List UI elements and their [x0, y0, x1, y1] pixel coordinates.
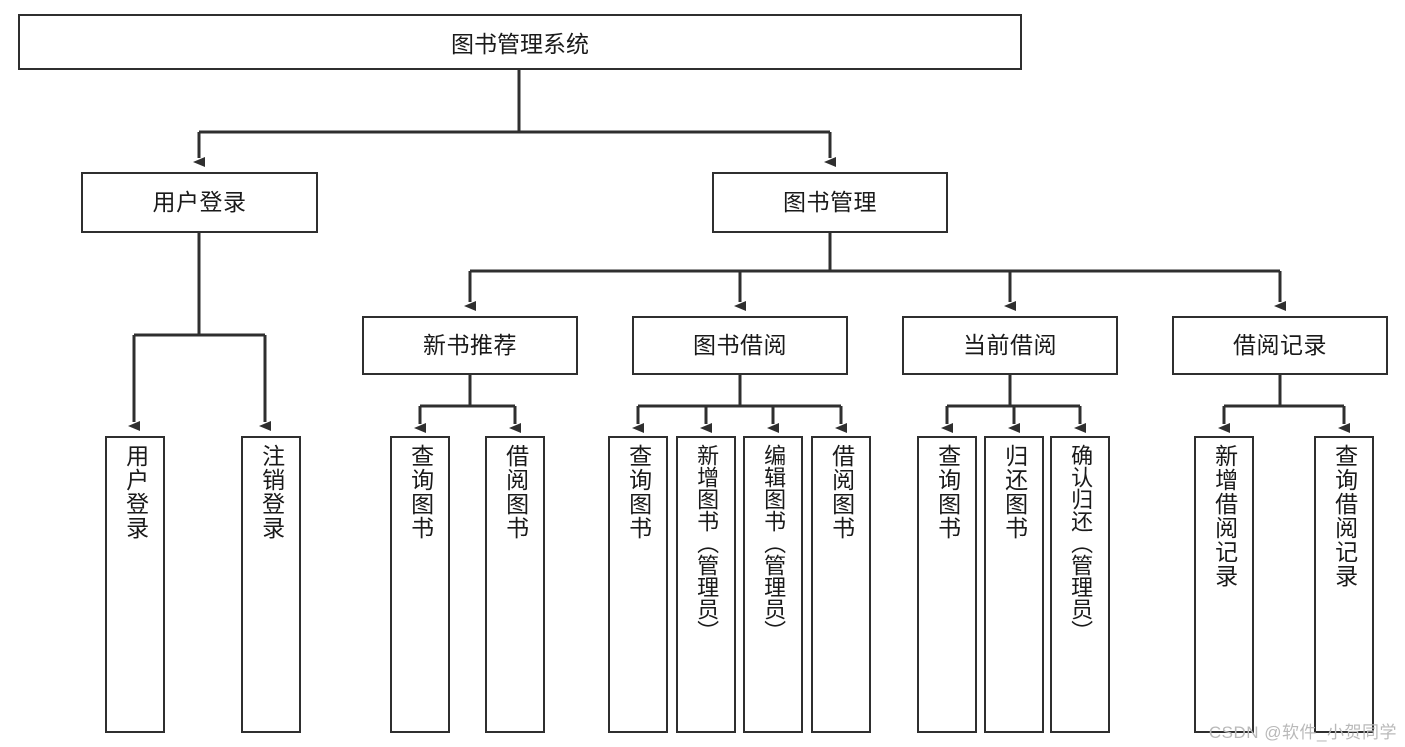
node-label: 新书推荐 — [423, 332, 517, 358]
leaf-new-book-borrow[interactable]: 借阅图书 — [485, 436, 545, 733]
leaf-user-login-login[interactable]: 用户登录 — [105, 436, 165, 733]
leaf-borrow-record-add[interactable]: 新增借阅记录 — [1194, 436, 1254, 733]
node-borrow-record[interactable]: 借阅记录 — [1172, 316, 1388, 375]
node-label: 查询借阅记录 — [1331, 444, 1358, 588]
node-book-borrow[interactable]: 图书借阅 — [632, 316, 848, 375]
leaf-current-borrow-return[interactable]: 归还图书 — [984, 436, 1044, 733]
csdn-watermark: CSDN @软件_小贺同学 — [1208, 723, 1397, 742]
node-label: 查询图书 — [934, 444, 961, 540]
node-label: 新增借阅记录 — [1211, 444, 1238, 588]
node-label: 确认归还（管理员） — [1068, 444, 1094, 642]
leaf-book-borrow-edit[interactable]: 编辑图书（管理员） — [743, 436, 803, 733]
leaf-new-book-query[interactable]: 查询图书 — [390, 436, 450, 733]
leaf-user-login-logout[interactable]: 注销登录 — [241, 436, 301, 733]
node-label: 新增图书（管理员） — [694, 444, 720, 642]
node-user-login[interactable]: 用户登录 — [81, 172, 318, 233]
node-label: 图书管理系统 — [451, 31, 589, 57]
node-label: 借阅记录 — [1233, 332, 1327, 358]
leaf-book-borrow-borrow[interactable]: 借阅图书 — [811, 436, 871, 733]
node-label: 查询图书 — [407, 444, 434, 540]
node-label: 用户登录 — [122, 444, 149, 540]
leaf-book-borrow-query[interactable]: 查询图书 — [608, 436, 668, 733]
node-new-book-recommend[interactable]: 新书推荐 — [362, 316, 578, 375]
node-label: 图书管理 — [783, 189, 877, 215]
leaf-book-borrow-add[interactable]: 新增图书（管理员） — [676, 436, 736, 733]
node-label: 当前借阅 — [963, 332, 1057, 358]
node-book-management[interactable]: 图书管理 — [712, 172, 948, 233]
node-label: 用户登录 — [152, 189, 247, 215]
node-label: 借阅图书 — [502, 444, 529, 540]
node-label: 编辑图书（管理员） — [761, 444, 787, 642]
node-label: 注销登录 — [258, 444, 285, 540]
leaf-current-borrow-query[interactable]: 查询图书 — [917, 436, 977, 733]
node-root-system[interactable]: 图书管理系统 — [18, 14, 1022, 70]
node-label: 借阅图书 — [828, 444, 855, 540]
leaf-borrow-record-query[interactable]: 查询借阅记录 — [1314, 436, 1374, 733]
leaf-current-borrow-confirm-return[interactable]: 确认归还（管理员） — [1050, 436, 1110, 733]
node-label: 归还图书 — [1001, 444, 1028, 540]
node-current-borrow[interactable]: 当前借阅 — [902, 316, 1118, 375]
node-label: 图书借阅 — [693, 332, 787, 358]
node-label: 查询图书 — [625, 444, 652, 540]
